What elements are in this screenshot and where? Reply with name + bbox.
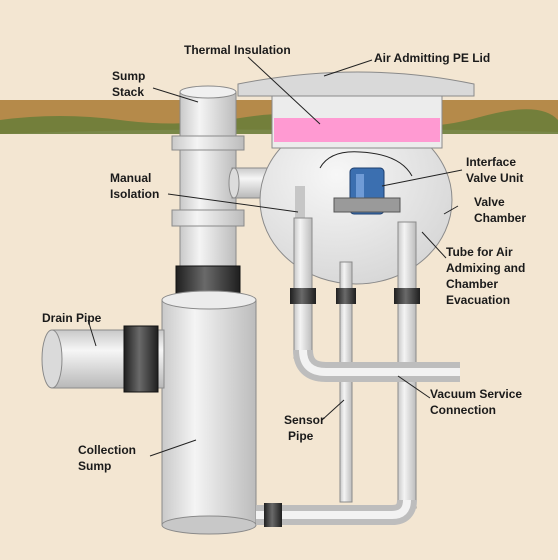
label-tube-air-line3: Chamber xyxy=(446,277,498,291)
label-drain-pipe: Drain Pipe xyxy=(42,311,102,325)
valve-body-manifold xyxy=(333,197,401,213)
label-vacuum-service-line2: Connection xyxy=(430,403,496,417)
leader-valve-chamber xyxy=(443,205,459,215)
label-tube-air-line1: Tube for Air xyxy=(446,245,513,259)
leader-manual-isolation xyxy=(167,193,299,213)
vacuum-service-pipe-highlight xyxy=(299,349,460,376)
label-air-admitting-lid: Air Admitting PE Lid xyxy=(374,51,490,65)
leader-air-admitting-lid xyxy=(323,59,373,77)
bottom-return-pipe-highlight xyxy=(256,499,411,519)
label-manual-isolation-line1: Manual xyxy=(110,171,151,185)
coupling-right xyxy=(394,288,420,304)
label-collection-sump-line2: Sump xyxy=(78,459,111,473)
thermal-insulation-layer xyxy=(274,118,440,142)
label-sump-stack-line1: Sump xyxy=(112,69,145,83)
label-valve-chamber-line1: Valve xyxy=(474,195,505,209)
label-tube-air-line4: Evacuation xyxy=(446,293,510,307)
leader-vacuum-service xyxy=(397,375,431,399)
label-interface-valve-line1: Interface xyxy=(466,155,516,169)
label-tube-air-line2: Admixing and xyxy=(446,261,525,275)
label-sensor-pipe-line1: Sensor xyxy=(284,413,325,427)
drain-pipe-end xyxy=(41,329,63,389)
label-thermal-insulation: Thermal Insulation xyxy=(184,43,291,57)
drain-pipe-coupling xyxy=(123,325,159,393)
air-tube xyxy=(319,151,413,177)
label-vacuum-service-line1: Vacuum Service xyxy=(430,387,522,401)
leader-collection-sump xyxy=(149,439,197,457)
coupling-left xyxy=(290,288,316,304)
stack-side-stub-end xyxy=(228,167,240,199)
label-manual-isolation-line2: Isolation xyxy=(110,187,159,201)
label-sump-stack-line2: Stack xyxy=(112,85,144,99)
collection-sump-body xyxy=(161,299,257,526)
bottom-coupling xyxy=(264,503,282,527)
label-valve-chamber-line2: Chamber xyxy=(474,211,526,225)
stack-collar-upper xyxy=(171,135,245,151)
label-interface-valve-line2: Valve Unit xyxy=(466,171,523,185)
collection-sump-top xyxy=(161,290,257,310)
collection-sump-bottom xyxy=(161,515,257,535)
coupling-middle xyxy=(336,288,356,304)
label-collection-sump-line1: Collection xyxy=(78,443,136,457)
leader-thermal-insulation xyxy=(247,56,321,125)
label-sensor-pipe-line2: Pipe xyxy=(288,429,314,443)
sump-stack-top xyxy=(179,85,237,99)
leader-sump-stack xyxy=(152,87,199,103)
stack-collar-lower xyxy=(171,209,245,227)
valve-unit-highlight xyxy=(356,174,364,208)
leader-drain-pipe xyxy=(87,319,97,347)
leader-tube-air xyxy=(421,231,447,259)
air-admitting-lid xyxy=(237,71,475,97)
leader-interface-valve xyxy=(381,169,463,187)
leader-sensor-pipe xyxy=(321,399,345,421)
